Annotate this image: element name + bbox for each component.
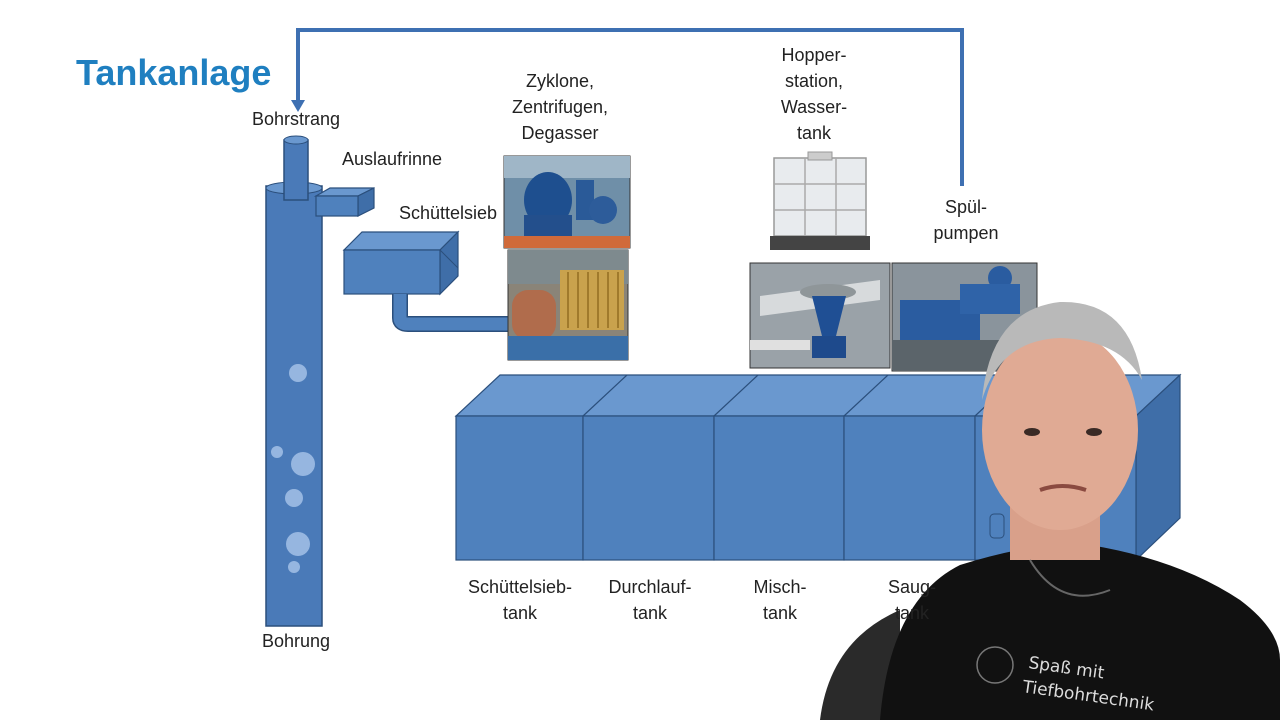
label-bohrstrang: Bohrstrang — [251, 109, 341, 129]
tank-front-misch — [713, 415, 845, 561]
return-flow-line — [296, 28, 964, 186]
label-zyklone: Zyklone, Zentrifugen, Degasser — [511, 71, 609, 143]
borehole-column — [265, 185, 323, 627]
tank-outlet-stub — [989, 513, 1005, 539]
label-hopper: Hopper- station, Wasser- tank — [780, 45, 848, 143]
drill-string-top — [283, 135, 309, 145]
borehole-bubbles — [271, 364, 315, 573]
label-bohrung: Bohrung — [261, 631, 331, 651]
flow-arrow-head — [291, 100, 305, 112]
outlet-trough-front — [315, 195, 359, 217]
shaker-top — [342, 231, 460, 251]
label-auslaufrinne: Auslaufrinne — [341, 149, 443, 169]
tank-front-durchlauf — [582, 415, 715, 561]
photo-hydrocyclone-degasser — [503, 155, 631, 249]
drill-string — [283, 139, 309, 201]
photo-hopper-station — [749, 262, 891, 369]
photo-water-tank — [770, 151, 870, 254]
page-title: Tankanlage — [76, 52, 272, 93]
tank-label-misch: Misch- tank — [753, 577, 807, 623]
tank-front-schuettelsieb — [455, 415, 584, 561]
label-schuettelsieb: Schüttelsieb — [398, 203, 498, 223]
tank-label-schuettelsieb: Schüttelsieb- tank — [467, 577, 573, 623]
tank-label-durchlauf: Durchlauf- tank — [608, 577, 692, 623]
shaker-front — [343, 249, 441, 295]
photo-centrifuge — [507, 249, 629, 361]
label-spuelpumpen: Spül- pumpen — [933, 197, 999, 243]
tank-front-saug — [843, 415, 976, 561]
tank-label-saug: Saug- tank — [887, 577, 937, 623]
presenter-overlay — [820, 301, 1280, 720]
